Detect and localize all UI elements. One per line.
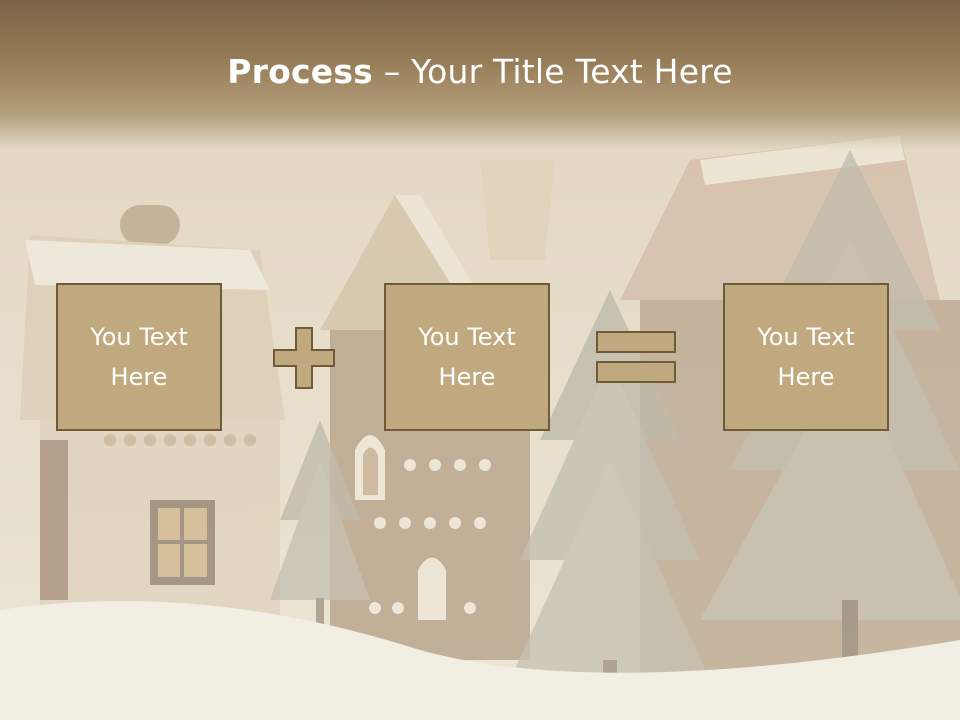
- title-bar: [0, 0, 960, 150]
- process-box-1-text: You Text Here: [90, 323, 188, 391]
- tree-small: [270, 420, 370, 643]
- process-box-2[interactable]: You Text Here: [384, 283, 550, 431]
- equals-icon: [596, 331, 676, 383]
- process-box-1[interactable]: You Text Here: [56, 283, 222, 431]
- slide-title: Process – Your Title Text Here: [0, 52, 960, 91]
- process-box-3[interactable]: You Text Here: [723, 283, 889, 431]
- process-box-2-text: You Text Here: [418, 323, 516, 391]
- title-bold: Process: [227, 52, 374, 91]
- title-rest: – Your Title Text Here: [373, 52, 733, 91]
- plus-icon: [273, 327, 335, 389]
- process-box-3-text: You Text Here: [757, 323, 855, 391]
